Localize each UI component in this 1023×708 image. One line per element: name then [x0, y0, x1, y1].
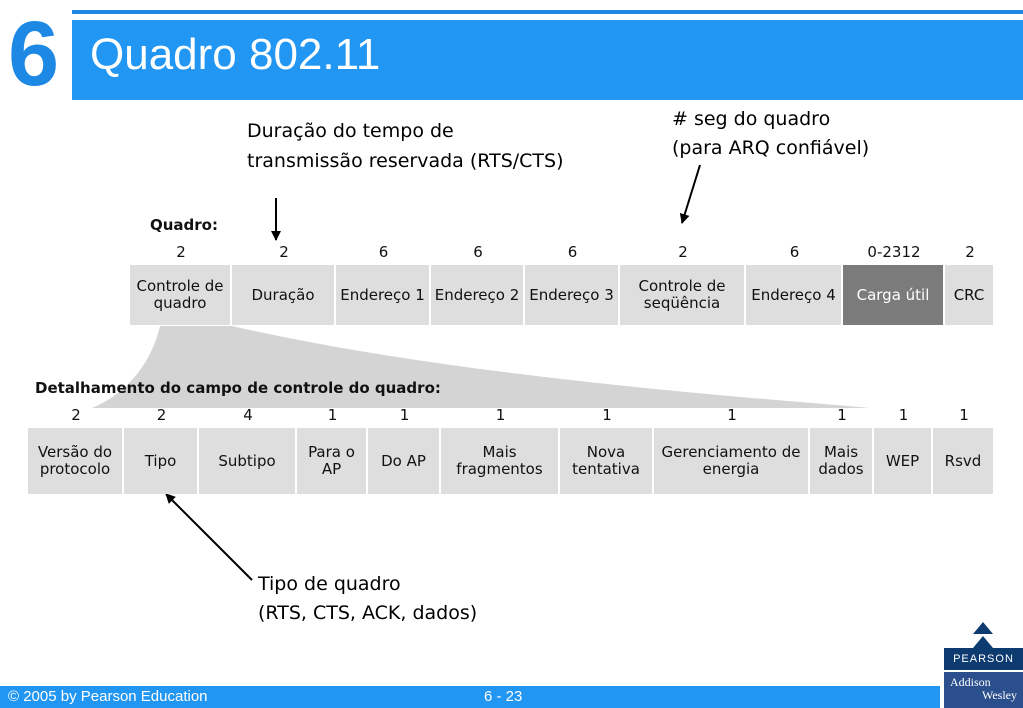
frame-field-2: Endereço 1: [336, 265, 431, 325]
title-bar: [72, 20, 1023, 100]
control-field-4: Do AP: [368, 428, 441, 494]
control-field-6: Nova tentativa: [560, 428, 654, 494]
control-field-8: Mais dados: [810, 428, 874, 494]
control-size-4: 1: [399, 406, 410, 424]
expansion-wedge: [92, 326, 870, 408]
frame-size-1: 2: [279, 243, 289, 261]
pearson-triangle-icon: [973, 622, 993, 648]
type-arrow: [165, 493, 253, 581]
frame-size-4: 6: [567, 243, 578, 261]
control-label: Detalhamento do campo de controle do qua…: [35, 379, 441, 397]
footer-copyright: © 2005 by Pearson Education: [8, 688, 208, 705]
frame-size-7: 0-2312: [867, 243, 921, 261]
control-field-7: Gerenciamento de energia: [654, 428, 810, 494]
seq-annotation-line2: (para ARQ confiável): [672, 137, 870, 159]
type-annotation-line2: (RTS, CTS, ACK, dados): [258, 602, 478, 624]
control-size-5: 1: [495, 406, 506, 424]
frame-field-3: Endereço 2: [431, 265, 525, 325]
control-field-10: Rsvd: [933, 428, 995, 494]
duration-annotation-line2: transmissão reservada (RTS/CTS): [247, 150, 564, 172]
control-field-1: Tipo: [124, 428, 199, 494]
frame-size-8: 2: [965, 243, 975, 261]
frame-field-7: Carga útil: [843, 265, 945, 325]
frame-size-0: 2: [176, 243, 186, 261]
slide-title: Quadro 802.11: [90, 30, 381, 79]
control-field-3: Para o AP: [297, 428, 368, 494]
control-field-5: Mais fragmentos: [441, 428, 560, 494]
control-field-9: WEP: [874, 428, 933, 494]
control-field-2: Subtipo: [199, 428, 297, 494]
header-top-line: [72, 10, 1023, 14]
control-size-6: 1: [602, 406, 612, 424]
page-number: 6 - 23: [484, 688, 523, 705]
seq-annotation-line1: # seg do quadro: [672, 108, 831, 130]
frame-field-6: Endereço 4: [746, 265, 843, 325]
control-size-3: 1: [327, 406, 338, 424]
frame-size-5: 2: [678, 243, 688, 261]
control-size-1: 2: [156, 406, 167, 424]
frame-field-5: Controle de seqüência: [620, 265, 746, 325]
duration-annotation-line1: Duração do tempo de: [247, 120, 454, 142]
chapter-number: 6: [8, 3, 60, 105]
type-annotation-line1: Tipo de quadro: [258, 573, 401, 595]
seq-arrow: [679, 164, 701, 224]
control-size-10: 1: [959, 406, 969, 424]
pearson-logo: PEARSON Addison Wesley: [944, 618, 1023, 708]
control-field-0: Versão do protocolo: [28, 428, 124, 494]
frame-field-1: Duração: [232, 265, 336, 325]
frame-field-4: Endereço 3: [525, 265, 620, 325]
control-size-7: 1: [727, 406, 737, 424]
frame-field-8: CRC: [945, 265, 995, 325]
frame-size-6: 6: [789, 243, 800, 261]
frame-label: Quadro:: [150, 216, 218, 234]
control-size-8: 1: [837, 406, 847, 424]
control-size-2: 4: [243, 406, 253, 424]
control-size-0: 2: [71, 406, 81, 424]
frame-size-2: 6: [378, 243, 389, 261]
pearson-wordmark: PEARSON: [944, 648, 1023, 670]
frame-size-3: 6: [473, 243, 483, 261]
addison-wesley-wordmark: Addison Wesley: [944, 672, 1023, 708]
footer-bar: [0, 686, 940, 708]
control-size-9: 1: [898, 406, 909, 424]
frame-field-0: Controle de quadro: [130, 265, 232, 325]
